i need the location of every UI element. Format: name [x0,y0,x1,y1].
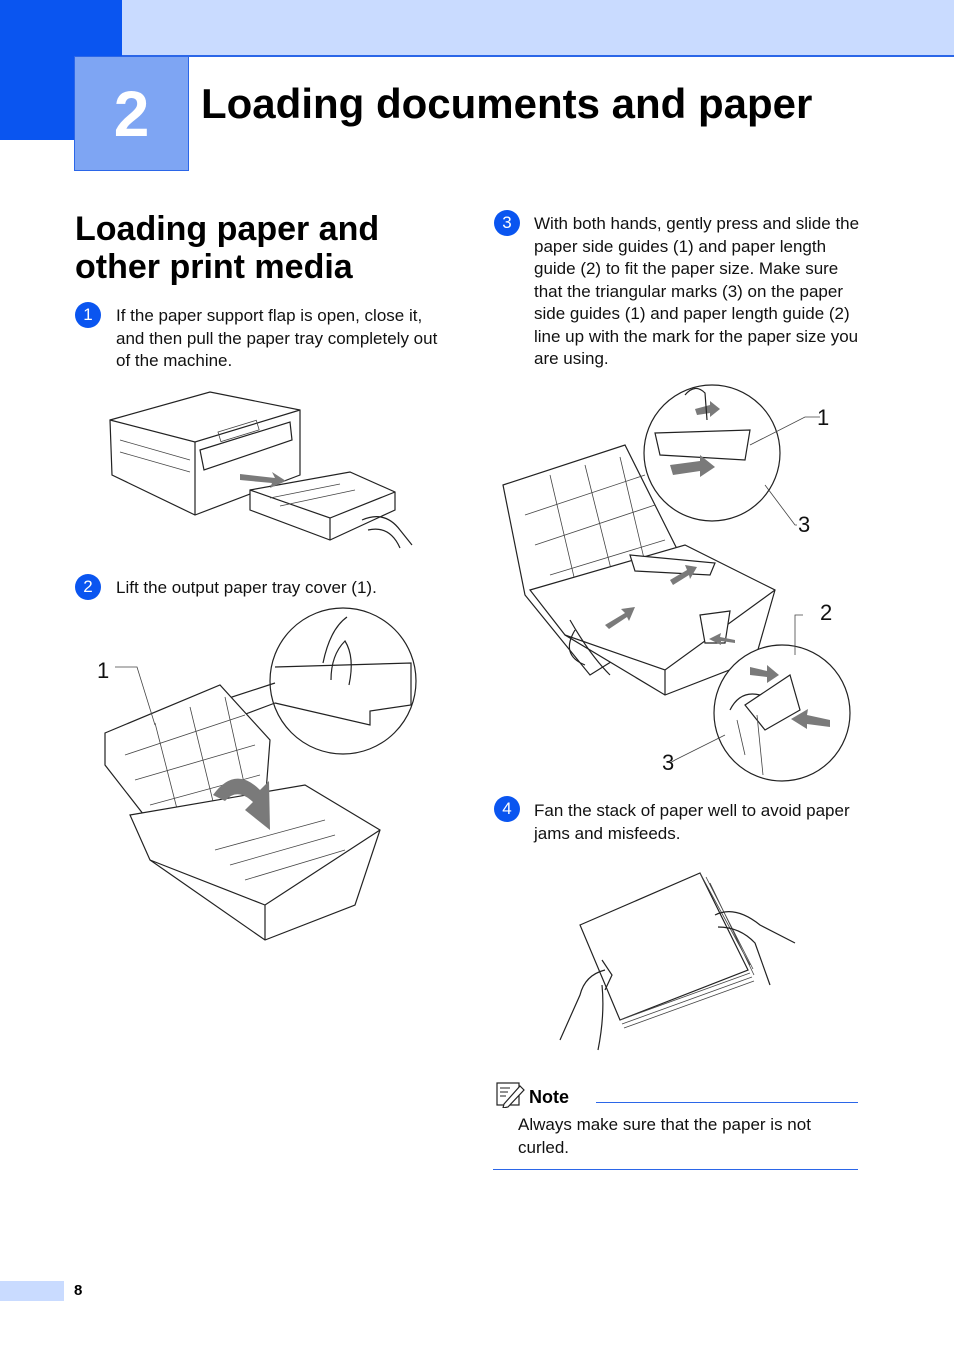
callout-number: 3 [798,512,811,537]
header-rule [122,55,954,57]
page-number: 8 [74,1282,83,1299]
note-text: Always make sure that the paper is not c… [518,1115,811,1157]
step-number-badge: 2 [75,574,101,600]
output-tray-cover-illustration [104,607,417,941]
step-number-badge: 1 [75,302,101,328]
note-pencil-icon [496,1082,525,1108]
step-4-text: Fan the stack of paper well to avoid pap… [534,801,850,843]
callout-number: 1 [817,405,830,430]
step-3-text: With both hands, gently press and slide … [534,214,860,368]
note-bottom-rule [493,1169,858,1170]
footer-band [0,1281,64,1301]
header-band [0,0,954,56]
chapter-title: Loading documents and paper [201,80,813,127]
callout-number: 1 [97,658,110,683]
note-label: Note [529,1087,569,1107]
paper-guides-illustration [502,384,851,782]
fan-paper-illustration [559,872,796,1051]
callout-number: 2 [820,600,833,625]
step-2-text: Lift the output paper tray cover (1). [116,578,377,597]
printer-tray-illustration [109,391,413,549]
step-1-text: If the paper support flap is open, close… [116,306,438,370]
callout-number: 3 [662,750,675,775]
section-title: Loading paper and other print media [75,210,380,286]
step-number-badge: 3 [494,210,520,236]
step-number-badge: 4 [494,796,520,822]
chapter-number: 2 [74,56,189,171]
note-top-rule [596,1102,858,1103]
